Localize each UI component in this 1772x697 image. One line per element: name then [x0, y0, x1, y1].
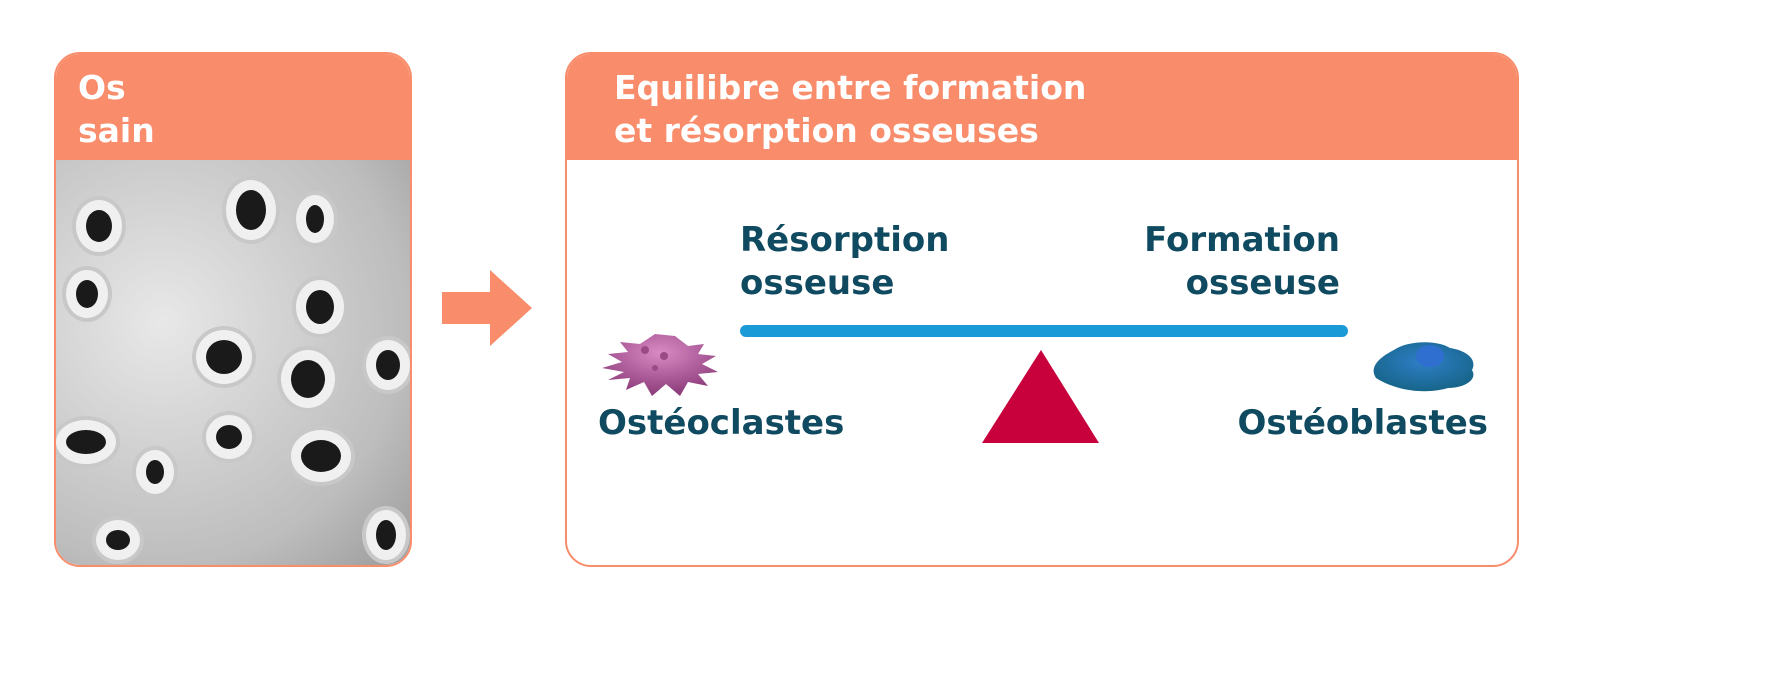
osteoblast-cell-icon: [1373, 342, 1474, 392]
resorption-line1: Résorption: [740, 220, 950, 260]
formation-line1: Formation: [1144, 220, 1340, 260]
balance-card: Equilibre entre formation et résorption …: [565, 52, 1519, 567]
resorption-line2: osseuse: [740, 263, 895, 303]
resorption-label: Résorption osseuse: [740, 219, 949, 305]
fulcrum-triangle: [982, 350, 1099, 443]
balance-beam: [740, 325, 1348, 337]
healthy-bone-title-2: sain: [78, 111, 155, 150]
healthy-bone-header: Os sain: [56, 54, 410, 160]
healthy-bone-card: Os sain: [54, 52, 412, 567]
healthy-bone-title-1: Os: [78, 68, 126, 107]
osteoblastes-label: Ostéoblastes: [1237, 403, 1488, 443]
balance-title-1: Equilibre entre formation: [614, 68, 1087, 107]
balance-header: Equilibre entre formation et résorption …: [567, 54, 1517, 160]
balance-title-2: et résorption osseuses: [614, 111, 1039, 150]
formation-line2: osseuse: [1185, 263, 1340, 303]
arrow-right-icon: [442, 270, 532, 346]
formation-label: Formation osseuse: [1144, 219, 1340, 305]
bone-microscopy-image: [56, 160, 410, 565]
osteoclastes-label: Ostéoclastes: [598, 403, 845, 443]
osteoclast-cell-icon: [602, 334, 718, 396]
